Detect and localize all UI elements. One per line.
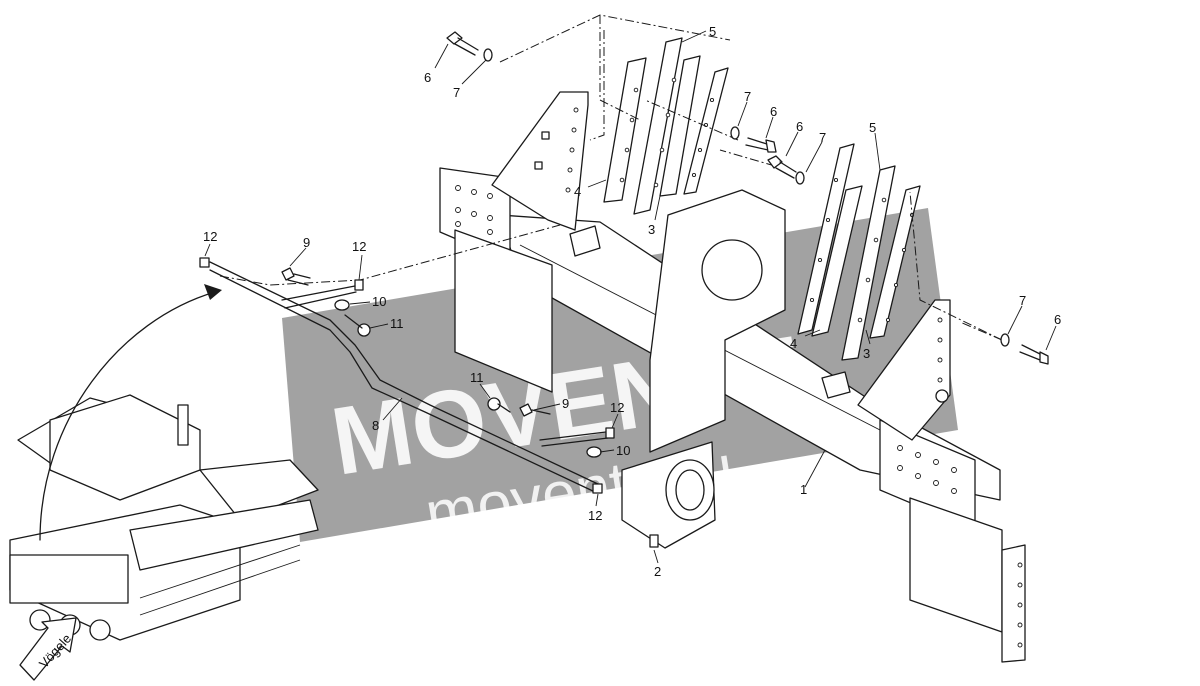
watermark: MOVENTE movente.ru [282, 208, 958, 550]
callout-7-b: 7 [744, 89, 751, 104]
callout-12-c: 12 [610, 400, 624, 415]
callout-11-center: 11 [470, 370, 484, 385]
callout-2: 2 [654, 564, 661, 579]
callout-6-d: 6 [1054, 312, 1061, 327]
callout-7-a: 7 [453, 85, 460, 100]
fasteners [199, 31, 1049, 494]
callout-9-right: 9 [562, 396, 569, 411]
callout-12-b: 12 [352, 239, 366, 254]
callouts: 1 2 3 3 4 4 5 5 6 6 6 6 7 7 7 7 8 9 9 10… [203, 24, 1061, 579]
main-beam [439, 91, 1026, 663]
callout-9-left: 9 [303, 235, 310, 250]
watermark-band [282, 208, 958, 542]
center-housing [621, 189, 786, 549]
callout-10-right: 10 [616, 443, 630, 458]
callout-7-c: 7 [819, 130, 826, 145]
callout-12-d: 12 [588, 508, 602, 523]
callout-3-left: 3 [648, 222, 655, 237]
callout-6-b: 6 [770, 104, 777, 119]
callout-1: 1 [800, 482, 807, 497]
callout-4-left: 4 [574, 184, 581, 199]
wear-strips-left [603, 37, 729, 215]
assembly-lines [219, 14, 1003, 341]
callout-6-c: 6 [796, 119, 803, 134]
callout-10-left: 10 [372, 294, 386, 309]
callout-8: 8 [372, 418, 379, 433]
arrowhead [204, 284, 222, 300]
callout-6-a: 6 [424, 70, 431, 85]
callout-3-right: 3 [863, 346, 870, 361]
wear-strips-right [797, 143, 921, 361]
callout-5-left: 5 [709, 24, 716, 39]
callout-5-right: 5 [869, 120, 876, 135]
paver-machine-illustration [9, 284, 319, 641]
callout-4-right: 4 [790, 336, 797, 351]
callout-12-a: 12 [203, 229, 217, 244]
callout-7-d: 7 [1019, 293, 1026, 308]
callout-11-left: 11 [390, 316, 404, 331]
leader-lines [204, 30, 1057, 564]
direction-arrow: Vögele [19, 617, 77, 681]
